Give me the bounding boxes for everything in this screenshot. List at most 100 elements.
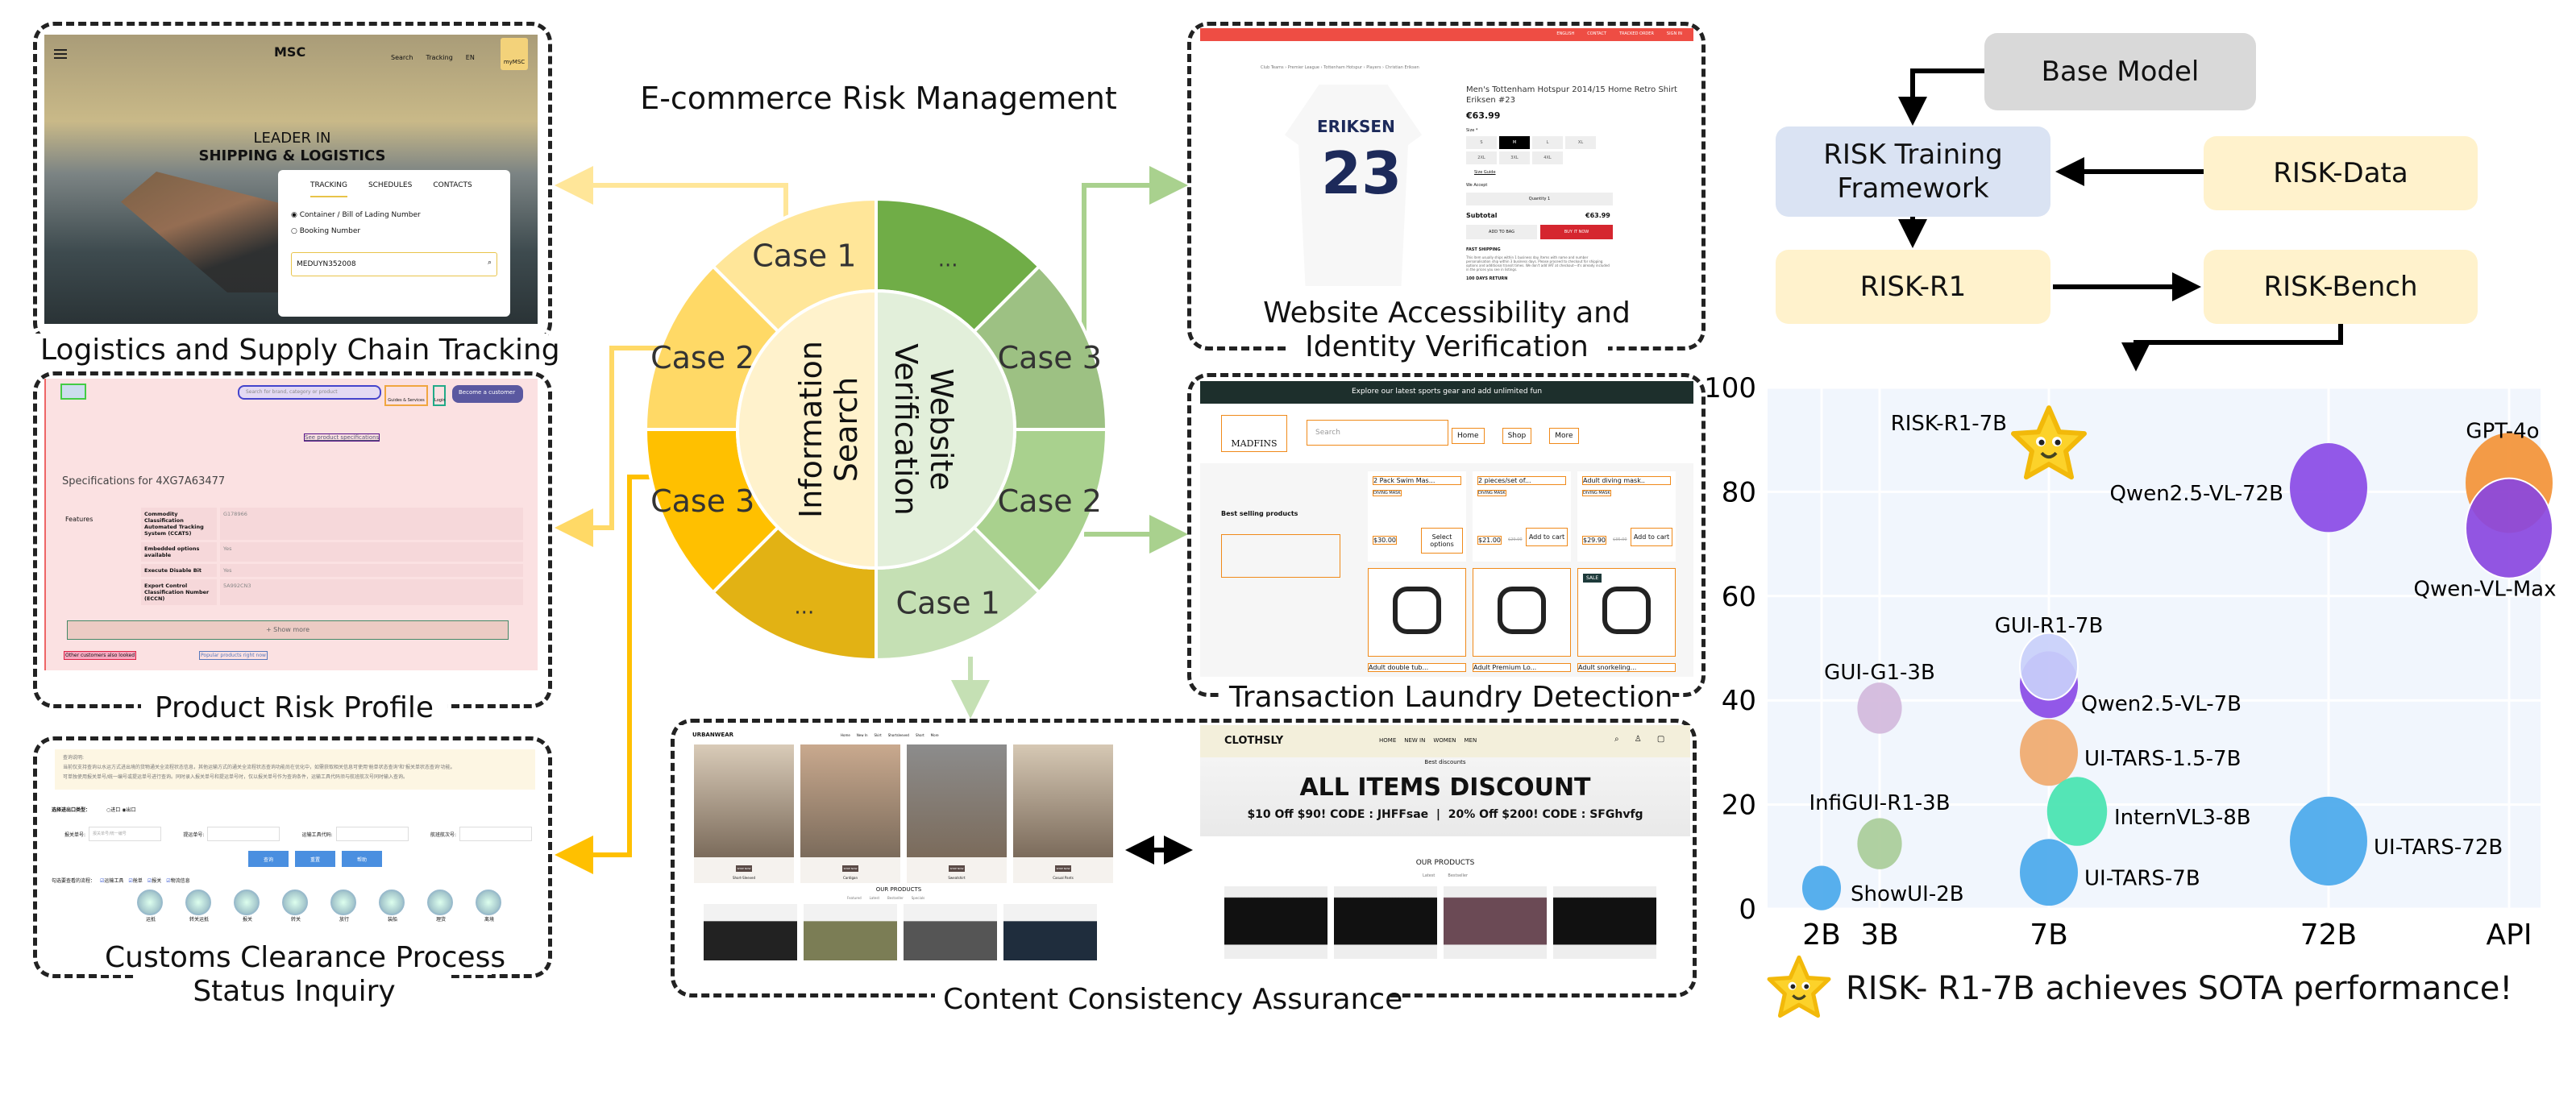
- notice-line-1: 当前仅支持查询以水运方式进出境的货物通关全流程状态信息，其他运输方式的通关全流程…: [63, 765, 455, 770]
- inner-label-word: Information: [793, 341, 829, 518]
- show-more-button[interactable]: + Show more: [67, 620, 509, 640]
- bubble-label: Qwen2.5-VL-72B: [2109, 482, 2283, 506]
- topbar-link[interactable]: ENGLISH: [1556, 31, 1575, 36]
- tracking-input[interactable]: MEDUYN352008 ⌕: [291, 252, 497, 276]
- bubble-infigui-r1-3b: [1857, 818, 1902, 869]
- nav-link[interactable]: Skirt: [874, 733, 882, 737]
- process-checkbox[interactable]: ☑运输工具: [100, 877, 123, 884]
- tab[interactable]: Featured: [847, 896, 862, 900]
- process-checkbox[interactable]: ☑报关: [147, 877, 161, 884]
- radio-export[interactable]: ◉出口: [122, 807, 136, 813]
- nav-link[interactable]: More: [1549, 428, 1579, 444]
- menu-icon[interactable]: [54, 49, 67, 59]
- shop-now-button[interactable]: SHOP NOW: [735, 865, 753, 872]
- tab-schedules[interactable]: SCHEDULES: [368, 181, 413, 189]
- size-guide-link[interactable]: Size Guide: [1474, 170, 1496, 175]
- guides-button[interactable]: Guides & Services: [384, 385, 428, 406]
- topbar-link[interactable]: SIGN IN: [1666, 31, 1682, 36]
- query-button[interactable]: 重置: [295, 851, 335, 867]
- size-option[interactable]: M: [1499, 136, 1530, 149]
- nav-link[interactable]: MEN: [1464, 737, 1477, 744]
- shipping-text: This item usually ships within 1 busines…: [1466, 255, 1610, 272]
- spec-title: Specifications for 4XG7A63477: [62, 475, 226, 487]
- y-tick-label: 60: [1722, 581, 1756, 613]
- login-button[interactable]: Login: [433, 385, 446, 406]
- nav-search[interactable]: Search: [391, 54, 413, 61]
- process-checkbox[interactable]: ☑舱单: [128, 877, 142, 884]
- buy-now-button[interactable]: BUY IT NOW: [1540, 225, 1613, 239]
- search-input[interactable]: Search for brand, category or product: [238, 385, 381, 400]
- base-model-box: Base Model: [1984, 33, 2256, 110]
- spec-value: G178966: [220, 508, 523, 540]
- nav-link[interactable]: Shortsleeved: [887, 733, 909, 737]
- tab[interactable]: Latest: [869, 896, 880, 900]
- product-image: [904, 904, 997, 960]
- shop-now-button[interactable]: SHOP NOW: [948, 865, 966, 872]
- size-option[interactable]: 3XL: [1499, 151, 1530, 164]
- topbar-link[interactable]: CONTACT: [1587, 31, 1606, 36]
- tab[interactable]: Latest: [1422, 873, 1435, 878]
- step-icon: [234, 890, 260, 915]
- query-button[interactable]: 帮助: [342, 851, 382, 867]
- shop-now-button[interactable]: SHOP NOW: [1054, 865, 1072, 872]
- size-option[interactable]: XL: [1565, 136, 1596, 149]
- clothsly-logo: CLOTHSLY: [1224, 735, 1284, 747]
- query-button[interactable]: 查询: [248, 851, 289, 867]
- tab[interactable]: Bestseller: [1448, 873, 1469, 878]
- link-popular-products[interactable]: Popular products right now: [199, 651, 268, 660]
- best-discounts: Best discounts: [1424, 759, 1466, 765]
- nav-link[interactable]: NEW IN: [1404, 737, 1426, 744]
- product-action-button[interactable]: Add to cart: [1526, 528, 1568, 546]
- field-input[interactable]: [335, 827, 409, 841]
- tab-tracking[interactable]: TRACKING: [310, 181, 347, 197]
- field-input[interactable]: [459, 827, 532, 841]
- nav-tracking[interactable]: Tracking: [426, 54, 453, 61]
- process-step: 运抵: [137, 890, 164, 923]
- mymsc-button[interactable]: myMSC: [501, 38, 528, 70]
- search-input[interactable]: Search: [1307, 420, 1448, 446]
- topbar-link[interactable]: TRACKED ORDER: [1619, 31, 1654, 36]
- chart-caption: RISK- R1-7B achieves SOTA performance!: [1765, 955, 2512, 1022]
- link-other-customers[interactable]: Other customers also looked: [64, 651, 137, 660]
- product-name: Adult diving mask..: [1582, 476, 1671, 485]
- radio-container[interactable]: ◉ Container / Bill of Lading Number: [291, 211, 421, 219]
- size-option[interactable]: 4XL: [1532, 151, 1563, 164]
- nav-link[interactable]: Shop: [1502, 428, 1532, 444]
- product-action-button[interactable]: Select options: [1421, 528, 1463, 554]
- nav-language[interactable]: EN: [465, 54, 475, 61]
- product-card: Adult diving mask..DIVING MASK$29.90$35.…: [1577, 471, 1676, 562]
- nav-link[interactable]: More: [930, 733, 939, 737]
- quantity-stepper[interactable]: Quantity 1: [1466, 193, 1613, 205]
- bubble-label: GUI-G1-3B: [1824, 661, 1935, 685]
- tab[interactable]: Bestseller: [887, 896, 904, 900]
- add-to-bag-button[interactable]: ADD TO BAG: [1466, 225, 1537, 239]
- radio-import[interactable]: ○进口: [106, 807, 121, 813]
- left-nav: Home New In Skirt Shortsleeved Short More: [841, 733, 939, 737]
- become-customer-button[interactable]: Become a customer: [452, 385, 523, 403]
- size-option[interactable]: L: [1532, 136, 1563, 149]
- nav-link[interactable]: New In: [856, 733, 868, 737]
- step-label: 装船: [387, 917, 397, 923]
- search-icon[interactable]: ⌕: [487, 259, 492, 267]
- nav-link[interactable]: Short: [915, 733, 924, 737]
- tab[interactable]: Specials: [911, 896, 925, 900]
- process-checkbox[interactable]: ☑物流信息: [166, 877, 189, 884]
- spec-table: Commodity Classification Automated Track…: [141, 508, 523, 608]
- size-option[interactable]: S: [1466, 136, 1497, 149]
- radio-booking[interactable]: ○ Booking Number: [291, 227, 361, 235]
- spec-link[interactable]: See product specifications: [304, 433, 380, 442]
- nav-link[interactable]: Home: [841, 733, 850, 737]
- field-input[interactable]: [207, 827, 280, 841]
- field-input[interactable]: 报关单号/统一编号: [89, 827, 162, 841]
- nav-link[interactable]: WOMEN: [1433, 737, 1456, 744]
- nav-link[interactable]: HOME: [1379, 737, 1397, 744]
- nav-link[interactable]: Home: [1452, 428, 1485, 444]
- size-option[interactable]: 2XL: [1466, 151, 1497, 164]
- breadcrumb[interactable]: Club Teams › Premier League › Tottenham …: [1261, 65, 1419, 70]
- product-action-button[interactable]: Add to cart: [1631, 528, 1672, 546]
- header-icons[interactable]: ⌕ ♙ ▢: [1614, 735, 1672, 744]
- shop-now-button[interactable]: SHOP NOW: [841, 865, 859, 872]
- tab-contacts[interactable]: CONTACTS: [433, 181, 472, 189]
